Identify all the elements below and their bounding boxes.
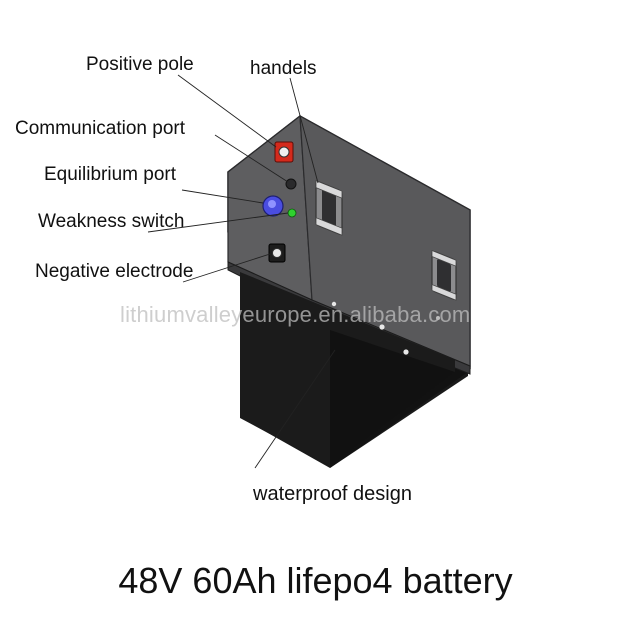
- rivet: [403, 349, 409, 355]
- handle-lower: [431, 249, 457, 301]
- label-positive-pole: Positive pole: [86, 54, 194, 75]
- leader-lines: [147, 74, 336, 469]
- leader-weakness: [147, 212, 289, 233]
- label-equilibrium-port: Equilibrium port: [44, 164, 176, 185]
- rivet: [331, 301, 337, 307]
- leader-communication: [214, 134, 289, 183]
- rivet: [379, 324, 385, 330]
- leader-waterproof: [254, 349, 336, 469]
- equilibrium-knob: [262, 195, 284, 217]
- label-weakness-switch: Weakness switch: [38, 211, 185, 232]
- label-handels: handels: [250, 58, 317, 79]
- label-communication-port: Communication port: [15, 118, 186, 139]
- leader-negative: [182, 253, 271, 283]
- battery-case: [227, 114, 471, 468]
- communication-port: [285, 178, 297, 190]
- label-negative-electrode: Negative electrode: [35, 261, 194, 282]
- handle-upper: [315, 180, 343, 236]
- positive-terminal: [274, 141, 294, 163]
- switch-indicator: [287, 208, 297, 218]
- label-waterproof-design: waterproof design: [253, 483, 412, 505]
- negative-terminal: [268, 243, 286, 263]
- caption-title: 48V 60Ah lifepo4 battery: [118, 560, 513, 601]
- rivet: [436, 316, 440, 320]
- leader-positive-pole: [177, 74, 277, 148]
- watermark: lithiumvalleyeurope.en.alibaba.com: [120, 302, 471, 327]
- leader-handels: [289, 77, 319, 184]
- battery-lower-housing-shade: [330, 330, 455, 466]
- leader-equilibrium: [181, 189, 264, 204]
